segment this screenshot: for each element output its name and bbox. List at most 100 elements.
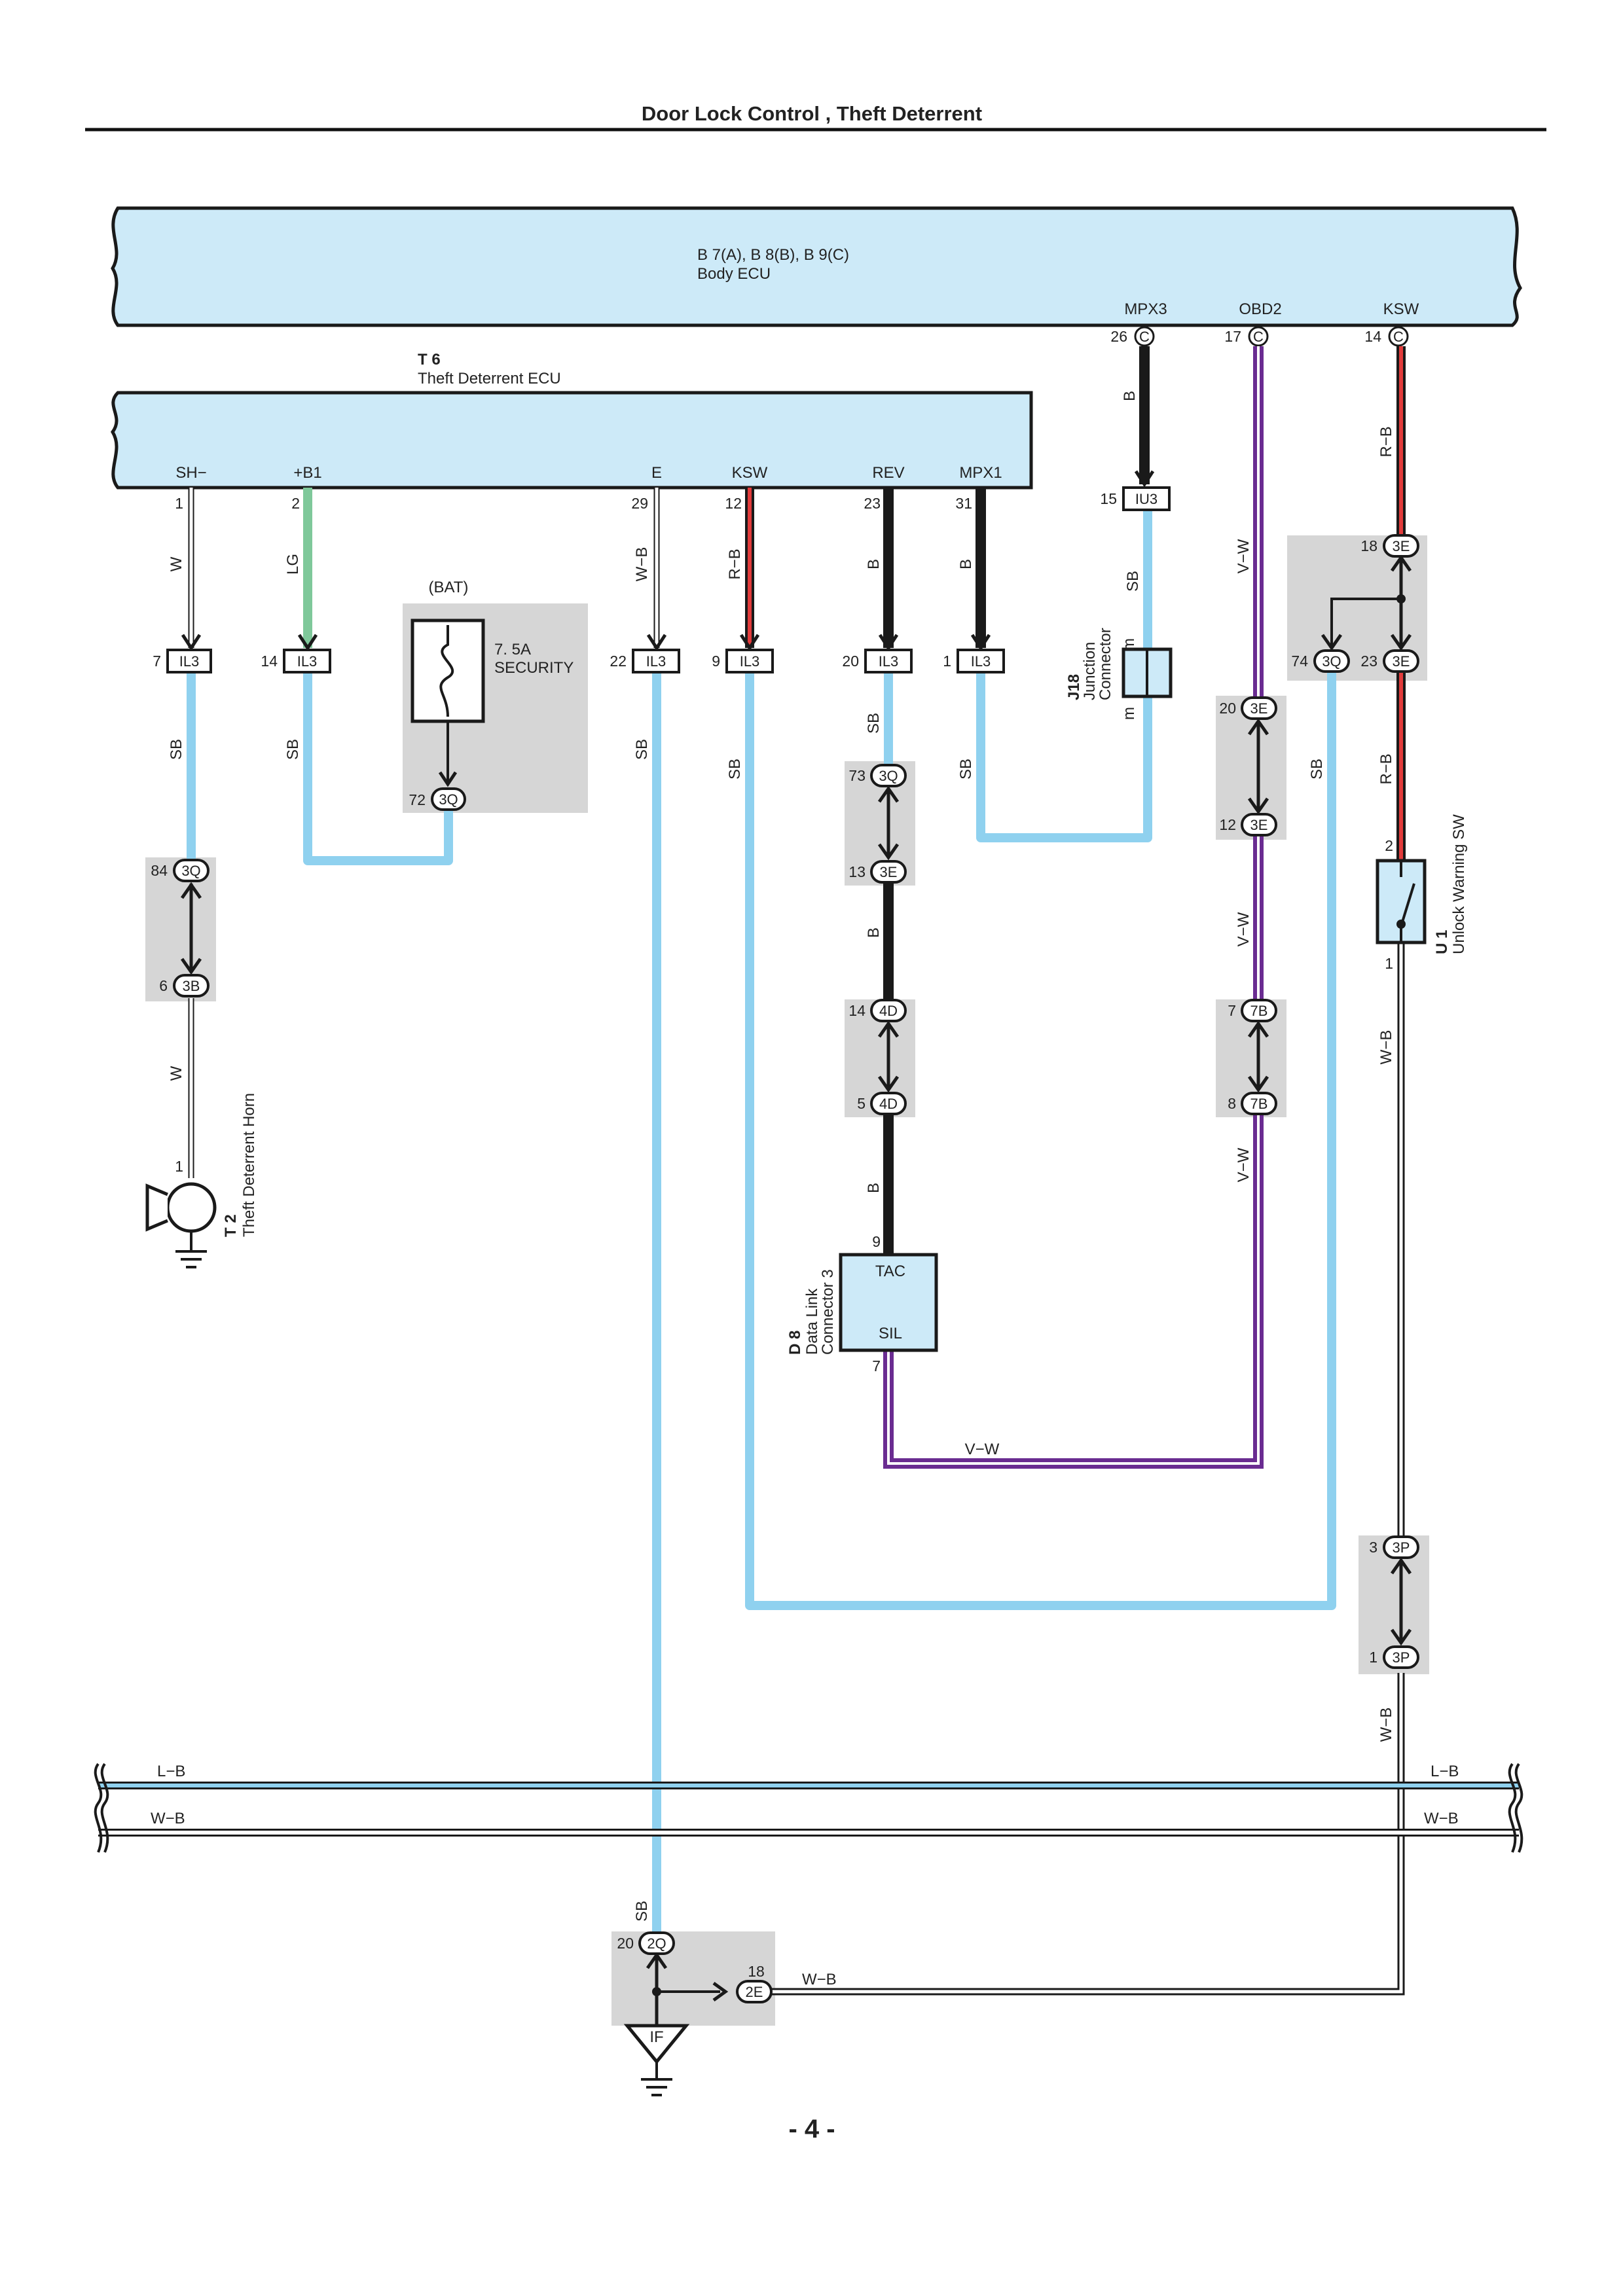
dlc-name-2: Connector 3 bbox=[819, 1269, 837, 1355]
wire-label-wb-1: W−B bbox=[633, 547, 651, 582]
ground-junction: 20 2Q 18 2E IF bbox=[617, 1931, 773, 2096]
horn-icon bbox=[166, 1182, 217, 1233]
svg-text:3P: 3P bbox=[1393, 1649, 1410, 1666]
wire-label-sb-2: SB bbox=[284, 739, 302, 760]
svg-text:2: 2 bbox=[1385, 837, 1393, 854]
wire-label-vw-1: V−W bbox=[1235, 539, 1252, 573]
svg-text:3: 3 bbox=[1369, 1539, 1377, 1556]
vw-wires bbox=[883, 346, 1264, 1469]
il3-conn-1: 1 IL3 bbox=[943, 649, 1005, 673]
wire-label-b-rev-3: B bbox=[865, 1183, 883, 1193]
fuse-security: (BAT) 7. 5A SECURITY 72 3Q bbox=[409, 579, 574, 811]
theft-deterrent-ecu: T 6 Theft Deterrent ECU SH− +B1 E KSW RE… bbox=[111, 351, 1033, 512]
svg-text:12: 12 bbox=[1219, 816, 1236, 833]
svg-text:7: 7 bbox=[153, 653, 161, 670]
svg-text:4D: 4D bbox=[879, 1003, 898, 1019]
body-ecu-codes: B 7(A), B 8(B), B 9(C) bbox=[697, 246, 849, 264]
svg-text:3E: 3E bbox=[1393, 538, 1410, 554]
svg-text:23: 23 bbox=[1360, 653, 1377, 670]
bus-wb-left: W−B bbox=[151, 1810, 185, 1827]
bus-lines: L−B W−B L−B W−B bbox=[94, 1763, 1523, 1853]
wire-label-sb-4: SB bbox=[726, 759, 744, 780]
theft-ecu-terminal-rev: REV bbox=[872, 464, 904, 482]
svg-text:3E: 3E bbox=[1250, 817, 1268, 833]
svg-text:3P: 3P bbox=[1393, 1539, 1410, 1556]
horn-junction: 84 3Q 6 3B bbox=[151, 859, 210, 997]
page-number: - 4 - bbox=[788, 2115, 835, 2144]
svg-text:7B: 7B bbox=[1250, 1003, 1268, 1019]
theft-ecu-terminal-b1: +B1 bbox=[293, 464, 321, 482]
theft-ecu-terminal-sh: SH− bbox=[175, 464, 206, 482]
bus-wb-right: W−B bbox=[1424, 1810, 1459, 1827]
svg-text:m: m bbox=[1120, 707, 1138, 720]
junction-3p: 3 3P 1 3P bbox=[1369, 1535, 1419, 1669]
horn-name: Theft Deterrent Horn bbox=[240, 1093, 258, 1237]
body-ecu-conn-c-1 bbox=[1134, 326, 1155, 347]
theft-ecu-terminal-mpx1: MPX1 bbox=[959, 464, 1002, 482]
theft-ecu-pin-2: 2 bbox=[291, 495, 300, 512]
theft-deterrent-horn: 1 T 2 Theft Deterrent Horn bbox=[145, 1093, 258, 1268]
switch-icon bbox=[1396, 861, 1415, 942]
ground-point-if bbox=[623, 2024, 690, 2064]
svg-text:13: 13 bbox=[848, 863, 866, 880]
svg-text:3Q: 3Q bbox=[1322, 653, 1341, 670]
body-ecu-conn-c-3 bbox=[1388, 326, 1409, 347]
wire-label-rb-3: R−B bbox=[1377, 753, 1395, 784]
theft-ecu-pin-23: 23 bbox=[864, 495, 881, 512]
j18-name-1: Junction bbox=[1081, 642, 1099, 700]
svg-text:9: 9 bbox=[712, 653, 720, 670]
wire-label-sb-mpx3: SB bbox=[1124, 571, 1142, 592]
wire-label-wb-2: W−B bbox=[1377, 1030, 1395, 1065]
wire-label-sb-5: SB bbox=[865, 713, 883, 734]
theft-ecu-pin-29: 29 bbox=[631, 495, 648, 512]
dlc-term-tac: TAC bbox=[875, 1263, 905, 1280]
bus-lb-right: L−B bbox=[1431, 1763, 1459, 1780]
wire-label-wb-3: W−B bbox=[1377, 1708, 1395, 1742]
body-ecu-conn-c-1-label: C bbox=[1139, 329, 1150, 345]
svg-text:5: 5 bbox=[857, 1095, 866, 1112]
wire-label-sb-ksw: SB bbox=[1308, 759, 1326, 780]
svg-text:3E: 3E bbox=[1393, 653, 1410, 670]
wire-label-vw-2: V−W bbox=[1235, 912, 1252, 946]
il3-conn-22: 22 IL3 bbox=[610, 649, 680, 673]
bus-lb-left: L−B bbox=[157, 1763, 185, 1780]
wire-label-rb-1: R−B bbox=[726, 548, 744, 579]
svg-text:IL3: IL3 bbox=[646, 653, 666, 670]
body-ecu-pin-17: 17 bbox=[1224, 328, 1241, 345]
wire-label-lg: LG bbox=[284, 554, 302, 575]
unlock-warning-switch: 2 1 U 1 Unlock Warning SW bbox=[1376, 814, 1468, 972]
wire-label-sb-6: SB bbox=[957, 759, 975, 780]
body-ecu-conn-c-2-label: C bbox=[1253, 329, 1264, 345]
wire-label-b-rev: B bbox=[865, 559, 883, 569]
svg-text:6: 6 bbox=[159, 977, 168, 994]
theft-ecu-terminal-e: E bbox=[651, 464, 662, 482]
svg-text:3Q: 3Q bbox=[439, 791, 458, 808]
j18-code: J18 bbox=[1065, 674, 1083, 700]
ground-icon bbox=[641, 2078, 672, 2096]
theft-ecu-pin-12: 12 bbox=[725, 495, 742, 512]
fuse-name: SECURITY bbox=[494, 659, 574, 677]
svg-text:3Q: 3Q bbox=[181, 863, 200, 879]
wire-label-w-1: W bbox=[168, 556, 185, 571]
svg-text:18: 18 bbox=[748, 1963, 765, 1980]
fuse-rating: 7. 5A bbox=[494, 641, 531, 658]
switch-name: Unlock Warning SW bbox=[1450, 814, 1468, 954]
switch-code: U 1 bbox=[1433, 930, 1451, 954]
fuse-icon bbox=[439, 625, 454, 717]
svg-text:20: 20 bbox=[1219, 700, 1236, 717]
wire-label-b-rev-2: B bbox=[865, 927, 883, 938]
wire-label-w-2: W bbox=[168, 1066, 185, 1081]
junction-box-ground bbox=[611, 1931, 775, 2026]
sb-wires bbox=[187, 503, 1336, 1942]
wire-label-sb-ground: SB bbox=[633, 1901, 651, 1922]
svg-text:9: 9 bbox=[872, 1233, 881, 1250]
wire-label-b-mpx3: B bbox=[1121, 391, 1139, 401]
wire-label-wb-ground: W−B bbox=[802, 1971, 837, 1988]
mpx3-branch: 15 IU3 m m J18 Junction Connector bbox=[1065, 470, 1173, 720]
horn-code: T 2 bbox=[222, 1214, 240, 1237]
rb-wires bbox=[745, 346, 1406, 861]
svg-text:IU3: IU3 bbox=[1135, 491, 1158, 507]
dlc-term-sil: SIL bbox=[879, 1325, 902, 1342]
ground-icon-horn bbox=[175, 1250, 207, 1268]
svg-text:IL3: IL3 bbox=[740, 653, 760, 670]
